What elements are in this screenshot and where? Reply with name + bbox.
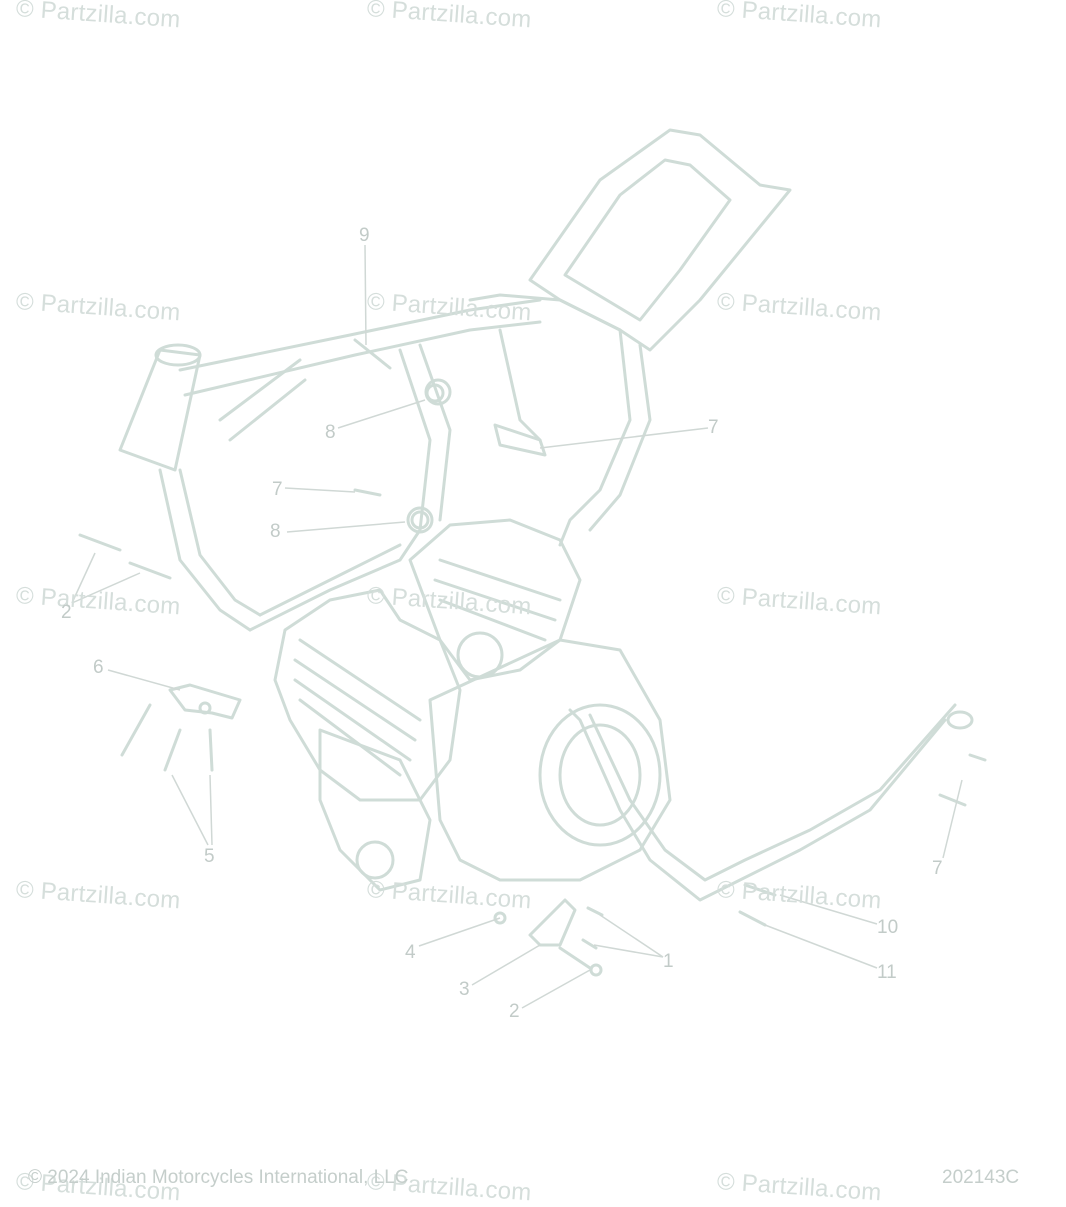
callout-7: 7 bbox=[932, 858, 943, 879]
diagram-code: 202143C bbox=[942, 1167, 1020, 1188]
callout-7: 7 bbox=[708, 417, 719, 438]
callout-2: 2 bbox=[61, 602, 72, 623]
callout-7: 7 bbox=[272, 479, 283, 500]
callout-5: 5 bbox=[204, 846, 215, 867]
callout-8: 8 bbox=[325, 422, 336, 443]
callout-4: 4 bbox=[405, 942, 416, 963]
callout-11: 11 bbox=[877, 962, 897, 983]
leader-lines bbox=[71, 244, 963, 1009]
copyright-text: © 2024 Indian Motorcycles International,… bbox=[28, 1167, 409, 1188]
bracket-parts bbox=[78, 338, 987, 977]
callout-6: 6 bbox=[93, 657, 104, 678]
callout-3: 3 bbox=[459, 979, 470, 1000]
callout-10: 10 bbox=[877, 917, 899, 938]
callout-1: 1 bbox=[663, 951, 674, 972]
callout-2: 2 bbox=[509, 1001, 520, 1022]
engine-illustration bbox=[273, 518, 672, 892]
callout-9: 9 bbox=[359, 225, 370, 246]
lower-rail-illustration bbox=[568, 703, 974, 902]
frame-illustration bbox=[118, 128, 792, 632]
callout-8: 8 bbox=[270, 521, 281, 542]
